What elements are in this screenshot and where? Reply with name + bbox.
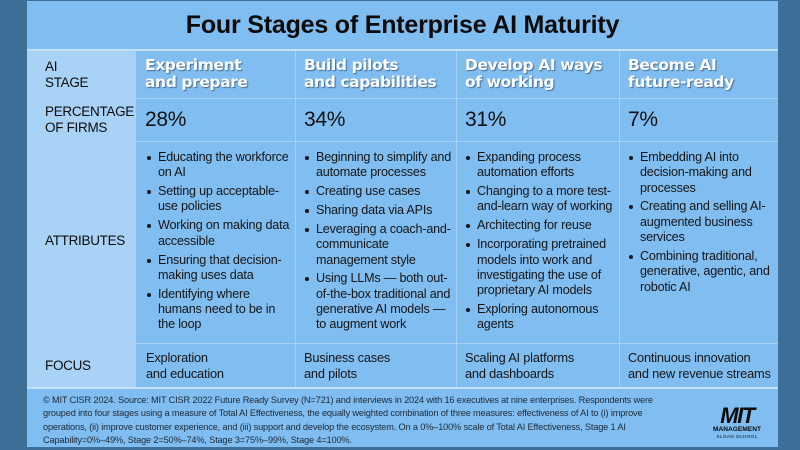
stage-name-2: Build pilots and capabilities (304, 56, 437, 91)
attribute-item: Educating the workforce on AI (146, 150, 292, 181)
attribute-item: Identifying where humans need to be in t… (146, 287, 292, 333)
attributes-list-stage-1: Educating the workforce on AI Setting up… (146, 150, 292, 336)
row-label-attributes: ATTRIBUTES (45, 233, 126, 248)
mit-sloan-logo: MIT MANAGEMENT SLOAN SCHOOL (707, 403, 767, 442)
attribute-item: Creating and selling AI-augmented busine… (628, 199, 774, 245)
page-title: Four Stages of Enterprise AI Maturity (185, 10, 620, 39)
focus-stage-3: Scaling AI platforms and dashboards (465, 350, 575, 381)
attribute-item: Architecting for reuse (465, 218, 619, 233)
focus-stage-1: Exploration and education (146, 350, 224, 381)
focus-stage-2: Business cases and pilots (304, 350, 391, 381)
row-divider (27, 343, 778, 344)
row-label-column (27, 51, 135, 387)
column-divider (456, 51, 457, 387)
attribute-item: Incorporating pretrained models into wor… (465, 237, 619, 298)
source-footnote: © MIT CISR 2024. Source: MIT CISR 2022 F… (43, 395, 653, 445)
logo-sloan-text: SLOAN SCHOOL (716, 434, 758, 439)
row-label-focus: FOCUS (45, 358, 91, 373)
attribute-item: Embedding AI into decision-making and pr… (628, 150, 774, 196)
logo-management-text: MANAGEMENT (713, 426, 761, 433)
row-divider (27, 141, 778, 142)
attribute-item: Changing to a more test-and-learn way of… (465, 184, 619, 215)
stage-name-4: Become AI future-ready (628, 56, 734, 91)
percentage-stage-3: 31% (465, 108, 507, 131)
attribute-item: Beginning to simplify and automate proce… (304, 150, 456, 181)
row-label-percentage: PERCENTAGE OF FIRMS (45, 104, 135, 135)
attributes-list-stage-2: Beginning to simplify and automate proce… (304, 150, 456, 336)
attribute-item: Ensuring that decision-making uses data (146, 253, 292, 284)
row-divider (27, 98, 778, 99)
attribute-item: Using LLMs — both out-of-the-box traditi… (304, 271, 456, 332)
title-divider (27, 49, 778, 51)
column-divider (295, 51, 296, 387)
focus-stage-4: Continuous innovation and new revenue st… (628, 350, 771, 381)
footer-divider (27, 387, 778, 389)
attribute-item: Working on making data accessible (146, 218, 292, 249)
column-divider (135, 51, 136, 387)
attribute-item: Combining traditional, generative, agent… (628, 249, 774, 295)
attribute-item: Expanding process automation efforts (465, 150, 619, 181)
attributes-list-stage-3: Expanding process automation efforts Cha… (465, 150, 619, 336)
attributes-list-stage-4: Embedding AI into decision-making and pr… (628, 150, 774, 298)
row-label-ai-stage: AI STAGE (45, 59, 89, 90)
attribute-item: Setting up acceptable-use policies (146, 184, 292, 215)
attribute-item: Leveraging a coach-and-communicate manag… (304, 222, 456, 268)
attribute-item: Exploring autonomous agents (465, 302, 619, 333)
logo-mit-text: MIT (720, 403, 755, 428)
percentage-stage-4: 7% (628, 108, 658, 131)
percentage-stage-1: 28% (145, 108, 187, 131)
stage-name-1: Experiment and prepare (145, 56, 248, 91)
attribute-item: Creating use cases (304, 184, 456, 199)
column-divider (619, 51, 620, 387)
stage-name-3: Develop AI ways of working (465, 56, 603, 91)
maturity-table-panel: Four Stages of Enterprise AI Maturity AI… (27, 1, 778, 447)
attribute-item: Sharing data via APIs (304, 203, 456, 218)
percentage-stage-2: 34% (304, 108, 346, 131)
